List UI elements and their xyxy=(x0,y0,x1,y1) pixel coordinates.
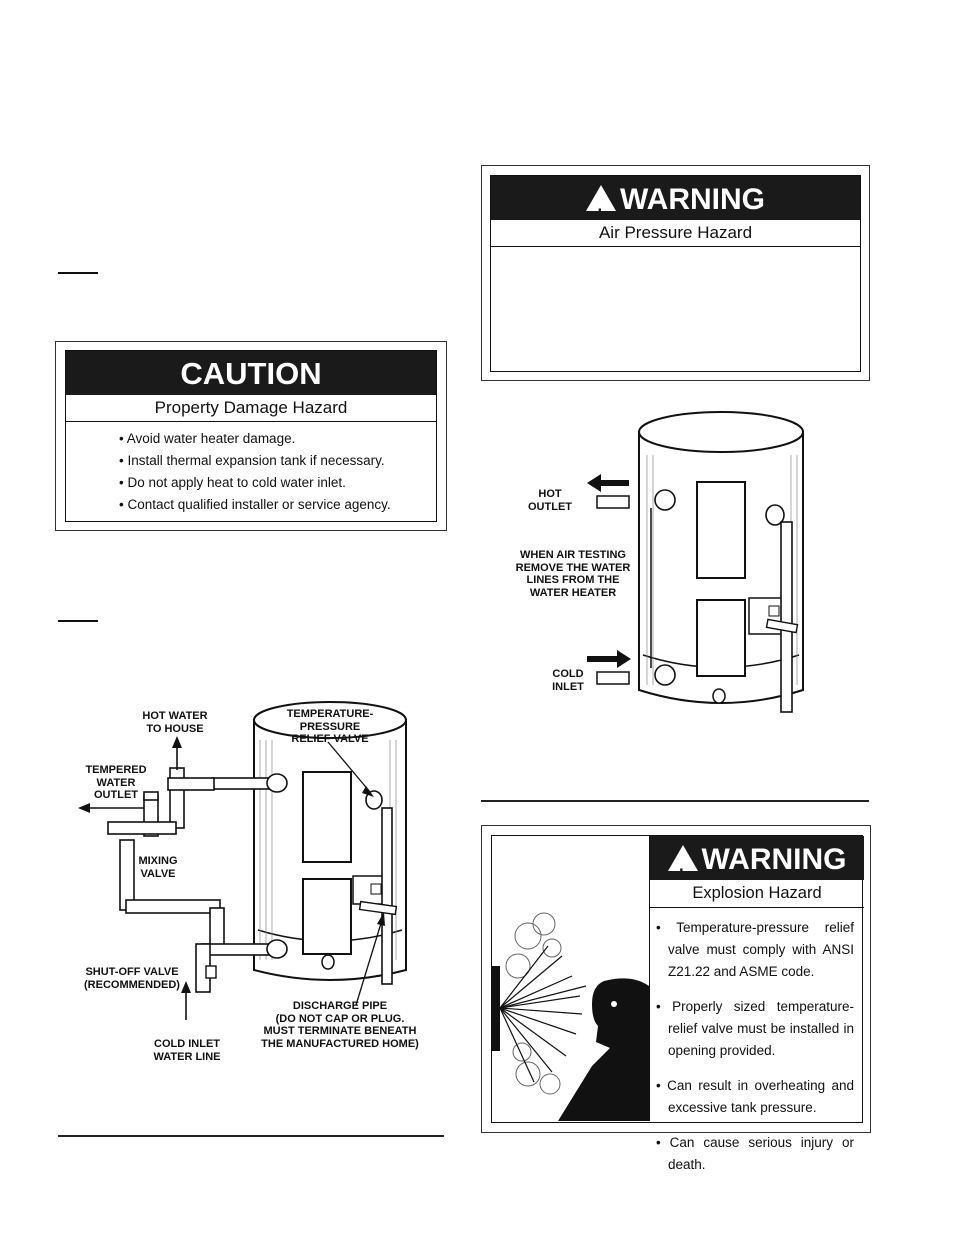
warning-triangle-icon: ! xyxy=(667,845,698,884)
air-warning-box: !WARNING Air Pressure Hazard xyxy=(481,165,870,381)
list-item: • Avoid water heater damage. xyxy=(119,431,296,446)
label-when-air-testing: WHEN AIR TESTING REMOVE THE WATER LINES … xyxy=(515,549,631,599)
list-item: • Do not apply heat to cold water inlet. xyxy=(119,475,346,490)
explosion-warning-header: !WARNING xyxy=(650,836,864,884)
left-bottom-rule xyxy=(58,1135,444,1137)
explosion-warning-title: WARNING xyxy=(701,843,847,876)
air-warning-header: !WARNING xyxy=(491,176,860,224)
list-item: • Contact qualified installer or service… xyxy=(119,497,391,512)
air-warning-subheader: Air Pressure Hazard xyxy=(491,220,860,247)
explosion-warning-box: !WARNING Explosion Hazard • Temperature-… xyxy=(481,825,871,1172)
section-marker-1 xyxy=(58,272,98,274)
warning-triangle-icon: ! xyxy=(586,185,616,224)
label-cold-inlet-air: COLD INLET xyxy=(552,668,584,693)
list-item: • Properly sized temperature-relief valv… xyxy=(656,999,854,1058)
list-item: • Temperature-pressure relief valve must… xyxy=(656,920,854,979)
caution-subheader: Property Damage Hazard xyxy=(66,395,436,422)
explosion-person-icon xyxy=(492,912,649,1121)
label-tp-valve: TEMPERATURE- PRESSURE RELIEF VALVE xyxy=(286,708,374,745)
air-test-drawing xyxy=(587,411,804,713)
caution-header: CAUTION xyxy=(66,351,436,395)
label-mixing-valve: MIXING VALVE xyxy=(138,855,178,880)
label-cold-inlet: COLD INLET WATER LINE xyxy=(153,1038,221,1063)
label-discharge: DISCHARGE PIPE (DO NOT CAP OR PLUG. MUST… xyxy=(261,1000,419,1050)
air-warning-title: WARNING xyxy=(620,183,765,216)
right-mid-rule xyxy=(481,800,869,802)
mixing-valve-drawing xyxy=(78,701,407,1020)
list-item: • Can result in overheating and excessiv… xyxy=(656,1078,854,1115)
label-tempered: TEMPERED WATER OUTLET xyxy=(85,764,147,801)
list-item: • Install thermal expansion tank if nece… xyxy=(119,453,385,468)
caution-list: • Avoid water heater damage. • Install t… xyxy=(66,422,436,516)
label-shutoff: SHUT-OFF VALVE (RECOMMENDED) xyxy=(84,966,180,991)
caution-box: CAUTION Property Damage Hazard • Avoid w… xyxy=(55,341,447,531)
air-test-diagram: HOT OUTLET WHEN AIR TESTING REMOVE THE W… xyxy=(505,410,825,720)
label-hot-water: HOT WATER TO HOUSE xyxy=(142,710,208,735)
explosion-list: • Temperature-pressure relief valve must… xyxy=(650,908,864,1176)
list-item: • Can cause serious injury or death. xyxy=(656,1135,854,1172)
section-marker-2 xyxy=(58,620,98,622)
label-hot-outlet: HOT OUTLET xyxy=(528,488,572,513)
explosion-pictogram xyxy=(492,836,650,1121)
mixing-valve-diagram: HOT WATER TO HOUSE TEMPERATURE- PRESSURE… xyxy=(60,690,450,1070)
explosion-warning-subheader: Explosion Hazard xyxy=(650,880,864,908)
